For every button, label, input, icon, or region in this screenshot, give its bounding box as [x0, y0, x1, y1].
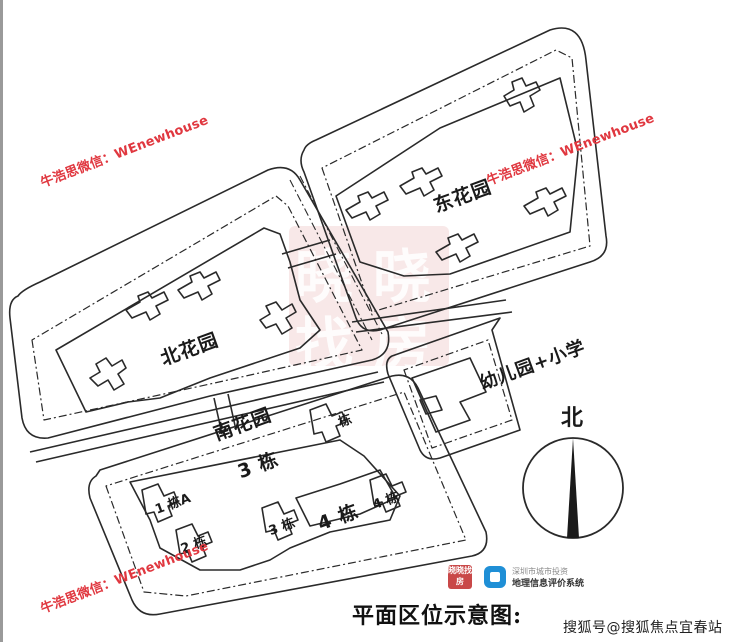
- south-building: [309, 403, 347, 443]
- east-garden-block: [335, 77, 579, 277]
- north-garden-block: [55, 227, 321, 413]
- red-house-logo: 晓晓找房: [448, 565, 472, 589]
- road-edge: [351, 299, 513, 333]
- east-building: [345, 191, 389, 221]
- east-building: [523, 187, 567, 217]
- south-garden-block: [129, 439, 401, 571]
- north-garden-outer-boundary: [8, 166, 390, 439]
- south-building: [141, 483, 179, 523]
- school-inner-boundary: [403, 339, 513, 449]
- north-building: [259, 301, 297, 335]
- school-building: [419, 395, 443, 415]
- source-credit: 搜狐号@搜狐焦点宜春站: [563, 620, 723, 636]
- org-name-line2: 地理信息评价系统: [512, 579, 585, 589]
- stamp-char: 晓: [373, 243, 432, 311]
- south-building: [175, 523, 213, 563]
- east-building: [503, 77, 541, 113]
- east-garden-outer-boundary: [300, 27, 608, 332]
- east-building: [399, 167, 443, 197]
- south-garden-inner-boundary: [105, 391, 467, 597]
- north-building: [89, 357, 127, 391]
- road-edge: [289, 175, 383, 341]
- road-connector: [213, 393, 237, 435]
- road-edge: [35, 381, 385, 463]
- north-building: [177, 271, 221, 301]
- compass-needle-icon: [567, 438, 579, 538]
- east-building: [435, 233, 479, 263]
- south-building: [369, 473, 407, 513]
- school-outer-boundary: [385, 317, 521, 460]
- north-building: [125, 291, 169, 321]
- south-garden-outer-boundary: [88, 374, 488, 616]
- left-border: [0, 0, 3, 642]
- school-building: [411, 357, 487, 433]
- north-label: 北: [561, 406, 584, 431]
- south-building: [261, 501, 299, 541]
- stamp-char: 找: [295, 311, 354, 379]
- building-4-block: [295, 469, 397, 527]
- blue-org-logo-icon: [484, 566, 506, 588]
- north-garden-inner-boundary: [31, 195, 363, 421]
- map-title: 平面区位示意图:: [352, 603, 523, 629]
- org-name-line1: 深圳市城市投资: [512, 567, 568, 576]
- road-edge: [29, 371, 379, 453]
- east-garden-inner-boundary: [321, 49, 591, 313]
